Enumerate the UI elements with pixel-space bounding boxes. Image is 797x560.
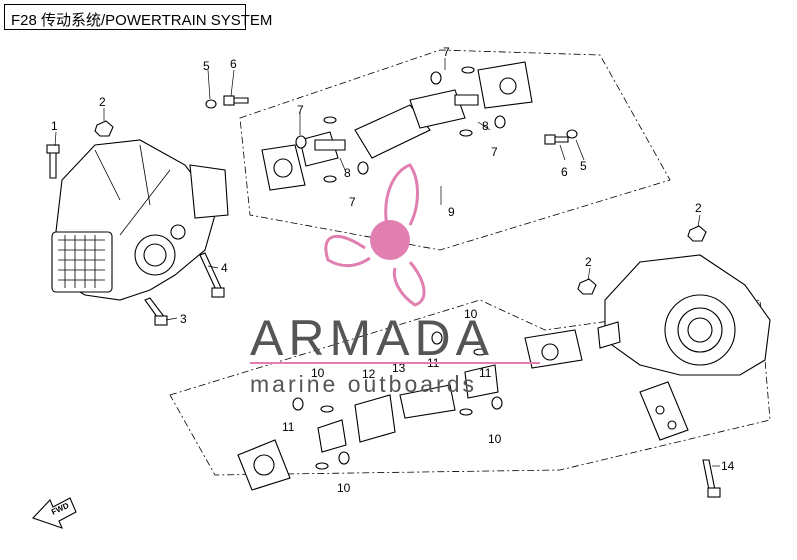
callout-10: 10 <box>464 307 478 321</box>
callout-12: 12 <box>362 367 376 381</box>
callout-7: 7 <box>491 145 498 159</box>
callout-5: 5 <box>580 159 587 173</box>
callout-numbers: 1 2 2 2 3 4 5 5 6 6 7 7 7 7 8 8 9 10 10 … <box>51 45 735 495</box>
propeller-logo-icon <box>324 163 426 307</box>
nut-2c <box>577 278 597 295</box>
callout-10: 10 <box>337 481 351 495</box>
callout-2: 2 <box>99 95 106 109</box>
washer-5b <box>566 129 578 139</box>
callout-7: 7 <box>297 103 304 117</box>
callout-2: 2 <box>695 201 702 215</box>
callout-6: 6 <box>230 57 237 71</box>
circlips-10 <box>292 331 503 470</box>
callout-13: 13 <box>392 361 406 375</box>
watermark-tagline: marine outboards <box>250 371 477 397</box>
rear-propshaft <box>237 329 583 491</box>
title-box: F28 传动系统/POWERTRAIN SYSTEM <box>4 4 272 30</box>
front-propshaft <box>261 61 533 191</box>
nut-2b <box>687 225 707 242</box>
rear-differential <box>597 254 771 441</box>
stud-4 <box>199 252 225 298</box>
callout-9: 9 <box>448 205 455 219</box>
callout-4: 4 <box>221 261 228 275</box>
propshaft-front-outline <box>239 49 671 251</box>
bolt-14 <box>702 459 721 498</box>
callout-10: 10 <box>311 366 325 380</box>
callout-11: 11 <box>479 366 492 380</box>
circlips-7 <box>295 66 506 183</box>
front-differential <box>51 139 229 301</box>
leader-lines <box>54 58 720 467</box>
callout-7: 7 <box>349 195 356 209</box>
bolt-1 <box>46 144 60 179</box>
callout-6: 6 <box>561 165 568 179</box>
callout-11: 11 <box>282 420 295 434</box>
armada-watermark: ARMADA marine outboards <box>250 163 540 397</box>
watermark-brand: ARMADA <box>250 310 494 366</box>
callout-8: 8 <box>344 166 351 180</box>
fwd-arrow-icon: FWD <box>32 497 77 529</box>
washer-5a <box>205 99 217 109</box>
callout-7: 7 <box>443 45 450 59</box>
nut-2a <box>94 120 114 137</box>
callout-1: 1 <box>51 119 58 133</box>
callout-2: 2 <box>585 255 592 269</box>
diagram-title: F28 传动系统/POWERTRAIN SYSTEM <box>11 12 273 29</box>
callout-14: 14 <box>721 459 735 473</box>
bolt-6a <box>223 95 249 106</box>
callout-8: 8 <box>482 119 489 133</box>
bolt-6b <box>544 134 569 145</box>
bolt-3 <box>144 297 168 326</box>
callout-5: 5 <box>203 59 210 73</box>
callout-10: 10 <box>488 432 502 446</box>
callout-3: 3 <box>180 312 187 326</box>
